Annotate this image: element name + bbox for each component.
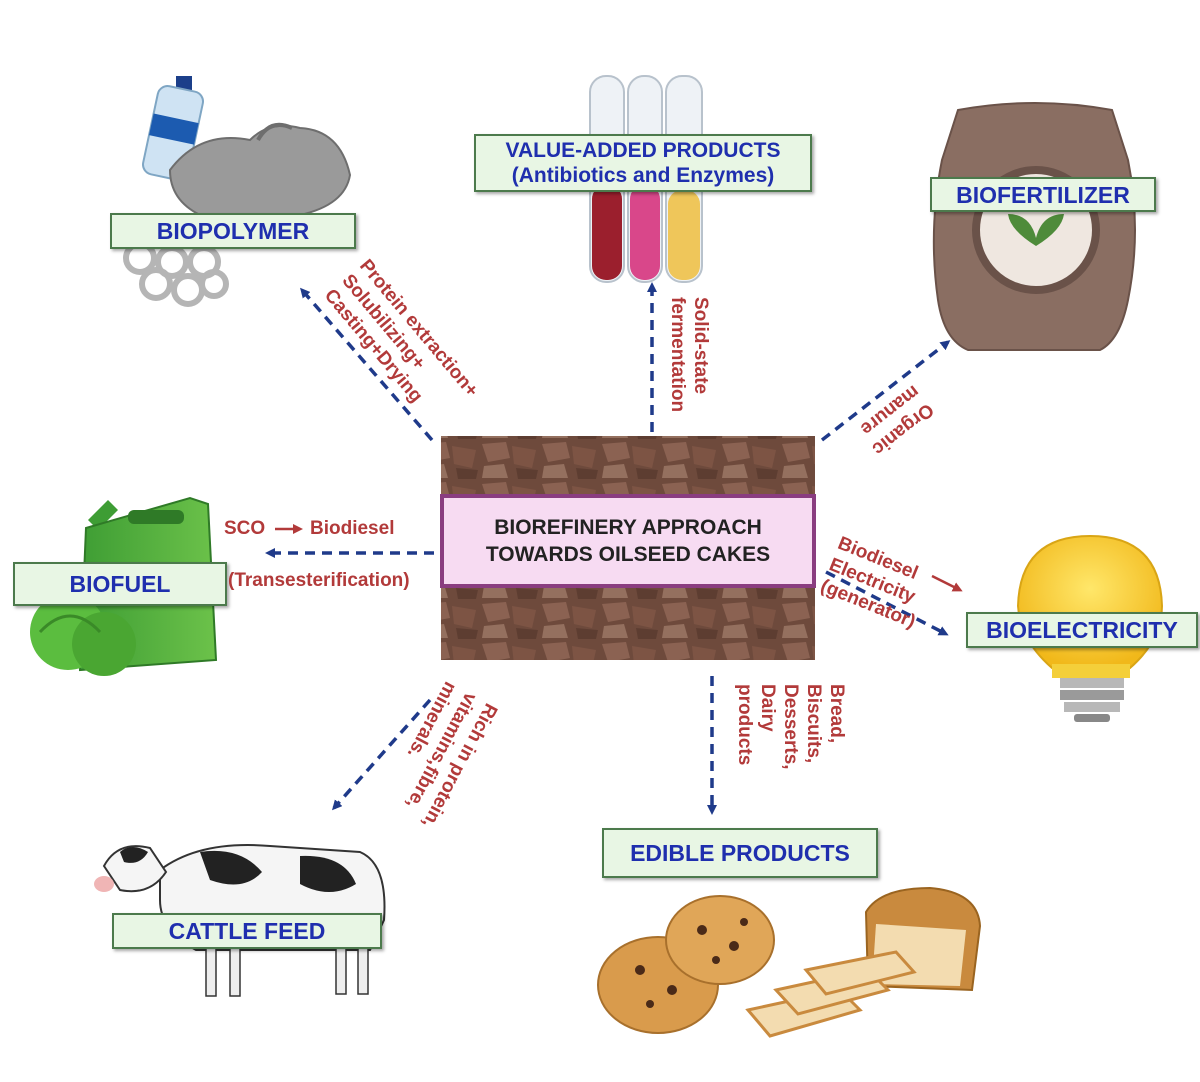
process-biofuel-method: (Transesterification): [228, 570, 410, 591]
cookies-bread-icon: [597, 886, 982, 1038]
value-added-line2: (Antibiotics and Enzymes): [511, 164, 775, 187]
label-bioelectricity: BIOELECTRICITY: [966, 612, 1198, 648]
plastic-waste-icon: [123, 76, 352, 307]
center-box: BIOREFINERY APPROACH TOWARDS OILSEED CAK…: [440, 494, 816, 588]
label-biofuel: BIOFUEL: [13, 562, 227, 606]
center-title-line1: BIOREFINERY APPROACH: [494, 516, 762, 539]
process-edible-line5: products: [734, 684, 755, 766]
process-value-added-line2: fermentation: [667, 297, 688, 413]
arrow-layer: [265, 282, 951, 815]
arrow-to-bioelectricity: [825, 570, 949, 636]
process-biofuel-biodiesel: Biodiesel: [310, 518, 395, 539]
process-edible: Bread, Biscuits, Desserts, Dairy product…: [733, 684, 848, 770]
label-biopolymer: BIOPOLYMER: [110, 213, 356, 249]
label-edible-products: EDIBLE PRODUCTS: [602, 828, 878, 878]
process-value-added-line1: Solid-state: [690, 297, 711, 395]
arrow-to-biofertilizer: [820, 340, 951, 442]
label-value-added: VALUE-ADDED PRODUCTS (Antibiotics and En…: [474, 134, 812, 192]
process-value-added: Solid-state fermentation: [666, 297, 712, 412]
process-arrow-layer: [275, 524, 963, 592]
process-edible-line1: Bread,: [826, 684, 847, 744]
label-biofertilizer: BIOFERTILIZER: [930, 177, 1156, 212]
biodiesel-electricity-arrow: [931, 574, 963, 592]
process-biofuel-sco: SCO: [224, 518, 266, 539]
center-title-line2: TOWARDS OILSEED CAKES: [485, 543, 771, 566]
process-edible-line2: Biscuits,: [803, 684, 824, 764]
arrow-to-cattle-feed: [332, 698, 432, 811]
process-edible-line3: Desserts,: [780, 684, 801, 770]
value-added-line1: VALUE-ADDED PRODUCTS: [505, 139, 781, 162]
process-edible-line4: Dairy: [757, 684, 778, 732]
fertilizer-sack-icon: [932, 102, 1136, 351]
label-cattle-feed: CATTLE FEED: [112, 913, 382, 949]
